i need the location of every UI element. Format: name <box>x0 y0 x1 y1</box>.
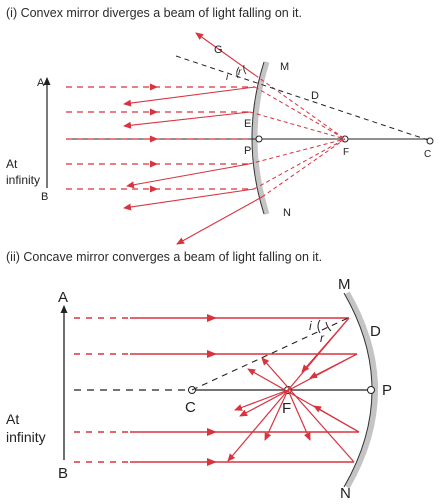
virtual-ray-4 <box>248 138 346 165</box>
label-b: B <box>41 191 48 203</box>
label-g: G <box>214 44 223 56</box>
label-c: C <box>424 149 431 160</box>
label-a-2: A <box>58 289 68 306</box>
reflected-ray-2-7 <box>287 389 311 441</box>
incident-ray-2-1-arrowhead <box>207 314 217 322</box>
label-r-2: r <box>320 331 325 345</box>
label-m: M <box>280 61 289 73</box>
label-d: D <box>311 90 319 102</box>
reflected-ray-bottom <box>176 196 263 245</box>
incident-ray-2-2-arrowhead <box>207 350 217 358</box>
reflected-ray-2 <box>123 111 251 129</box>
label-m-2: M <box>338 276 351 293</box>
incident-ray-2-arrowhead <box>150 108 158 116</box>
reflected-ray-2-8 <box>234 389 289 411</box>
label-n-2: N <box>340 485 351 502</box>
angle-r-arc <box>243 64 247 75</box>
figure2-caption: (ii) Concave mirror converges a beam of … <box>6 250 323 264</box>
normal-line <box>175 55 429 141</box>
reflected-ray-4 <box>126 163 250 189</box>
label-p-2: P <box>382 382 392 399</box>
reflected-ray-2-5 <box>261 357 355 463</box>
pole-p-marker-2 <box>367 386 375 394</box>
virtual-ray-3 <box>249 111 346 140</box>
virtual-ray-5 <box>253 138 346 190</box>
angle-i-arc-2 <box>317 319 321 334</box>
incident-ray-5-arrowhead <box>150 185 158 193</box>
figure1-caption: (i) Convex mirror diverges a beam of lig… <box>6 6 302 20</box>
label-f-2: F <box>282 400 291 417</box>
incident-ray-2-5-arrowhead <box>207 458 217 466</box>
label-at-infinity-2-line1: At <box>6 411 19 427</box>
label-at-infinity-line1: At <box>6 157 18 171</box>
convex-mirror-front-line <box>251 61 265 215</box>
label-f: F <box>343 147 349 158</box>
reflected-ray-2-11 <box>313 405 360 433</box>
label-c-2: C <box>185 399 196 416</box>
virtual-ray-2 <box>254 86 346 140</box>
label-a: A <box>37 77 45 89</box>
incident-ray-1-arrowhead <box>150 83 158 91</box>
label-at-infinity-line2: infinity <box>6 173 40 187</box>
reflected-ray-top <box>195 32 256 76</box>
reflected-ray-2-10 <box>309 353 358 379</box>
angle-i-arc <box>236 66 240 79</box>
figure1-convex-mirror-diagram: A B G M D E P F C N i r At infinity <box>6 32 434 245</box>
label-n: N <box>283 207 291 219</box>
virtual-ray-6 <box>261 138 346 198</box>
label-r: r <box>238 67 242 78</box>
reflected-ray-1 <box>123 86 256 107</box>
centre-c-marker <box>426 137 434 145</box>
figure2-concave-mirror-diagram: A B M D P C F N i r At infinity <box>6 276 392 502</box>
incident-ray-3-arrowhead <box>150 135 158 143</box>
incident-ray-2-4-arrowhead <box>207 428 217 436</box>
pole-p-marker <box>255 135 263 143</box>
label-e: E <box>244 118 251 130</box>
reflected-ray-5 <box>123 188 255 211</box>
virtual-ray-1 <box>254 74 346 140</box>
label-i: i <box>226 72 229 83</box>
reflected-ray-2-9 <box>301 317 350 373</box>
label-b-2: B <box>58 465 68 482</box>
label-d-2: D <box>370 323 381 340</box>
label-p: P <box>244 145 251 157</box>
reflected-ray-2-6 <box>264 389 289 441</box>
angle-r-arc-2 <box>325 321 332 332</box>
label-i-2: i <box>309 319 312 333</box>
label-at-infinity-2-line2: infinity <box>6 429 46 445</box>
incident-ray-4-arrowhead <box>150 160 158 168</box>
normal-line-2 <box>191 317 349 391</box>
